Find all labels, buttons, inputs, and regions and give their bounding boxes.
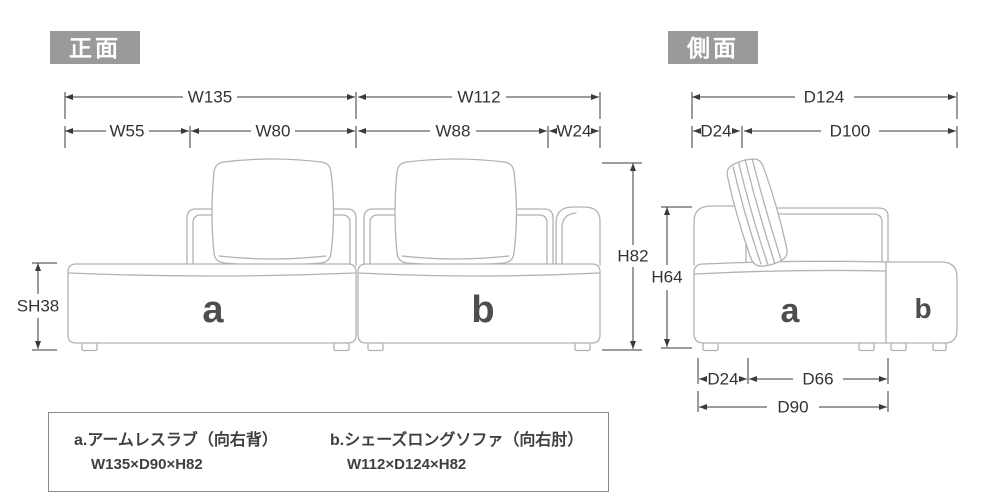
dim-label-h82: H82	[617, 247, 648, 266]
armrest-b	[555, 206, 601, 266]
dim-label-d24-top: D24	[700, 122, 731, 141]
side-badge-label: 側面	[686, 35, 739, 61]
back-cushion-a-hem	[218, 255, 327, 260]
dim-label-d100: D100	[830, 122, 871, 141]
foot	[890, 342, 907, 352]
front-view-badge: 正面	[50, 31, 140, 64]
dim-label-w88: W88	[436, 122, 471, 141]
side-module-a-label: a	[781, 292, 801, 330]
foot	[333, 342, 350, 352]
dim-label-d66: D66	[802, 370, 833, 389]
side-back-frame-inner	[745, 213, 883, 263]
dim-label-d24-bottom: D24	[707, 370, 738, 389]
front-view: 正面 W135 W112 W55	[17, 31, 649, 352]
legend-item-a: a.アームレスラブ（向右背） W135×D90×H82	[74, 426, 278, 473]
foot	[932, 342, 947, 352]
dim-label-d124: D124	[804, 88, 845, 107]
side-seat-base-a	[693, 260, 887, 344]
front-badge-background	[50, 31, 140, 64]
side-view: 側面 D124 D24 D100	[651, 31, 958, 417]
seat-edge-b	[358, 272, 600, 277]
side-view-badge: 側面	[668, 31, 758, 64]
side-dimensions: D124 D24 D100 H64 D24	[651, 88, 958, 417]
foot	[367, 342, 384, 352]
front-module-a-label: a	[202, 289, 224, 331]
legend-item-b-size: W112×D124×H82	[347, 456, 467, 473]
dim-label-w112: W112	[457, 88, 500, 107]
dim-label-d90: D90	[777, 398, 808, 417]
front-dimensions: W135 W112 W55 W80 W88 W	[17, 88, 649, 351]
side-seat-base-b	[885, 261, 958, 344]
side-sofa-drawing: a b	[693, 158, 958, 352]
foot	[81, 342, 98, 352]
back-cushion-a	[211, 158, 335, 266]
legend-item-a-name: a.アームレスラブ（向右背）	[74, 432, 278, 449]
legend-item-a-size: W135×D90×H82	[91, 456, 203, 473]
dim-label-h64: H64	[651, 268, 682, 287]
dim-label-w135: W135	[188, 88, 232, 107]
front-sofa-drawing: a b	[67, 158, 601, 352]
dim-label-sh38: SH38	[17, 297, 60, 316]
side-badge-background	[668, 31, 758, 64]
foot	[574, 342, 591, 352]
foot	[702, 342, 719, 352]
front-badge-label: 正面	[69, 35, 121, 61]
back-cushion-b	[394, 158, 518, 266]
side-back-frame	[745, 207, 889, 263]
legend-item-b: b.シェーズロングソファ（向右肘） W112×D124×H82	[330, 426, 583, 473]
dim-label-w55: W55	[110, 122, 145, 141]
seat-base-b	[357, 263, 601, 344]
foot	[858, 342, 875, 352]
side-back-cushion	[726, 158, 788, 267]
legend-box: a.アームレスラブ（向右背） W135×D90×H82 b.シェーズロングソファ…	[48, 412, 609, 492]
dim-label-w24: W24	[557, 122, 592, 141]
legend-item-b-name: b.シェーズロングソファ（向右肘）	[330, 432, 584, 449]
dim-label-w80: W80	[256, 122, 291, 141]
armrest-b-piping	[561, 212, 577, 266]
side-seat-edge	[694, 269, 887, 275]
seat-edge-a	[68, 272, 356, 277]
front-module-b-label: b	[471, 289, 494, 331]
back-cushion-b-hem	[401, 255, 510, 260]
side-module-b-label: b	[914, 293, 931, 324]
